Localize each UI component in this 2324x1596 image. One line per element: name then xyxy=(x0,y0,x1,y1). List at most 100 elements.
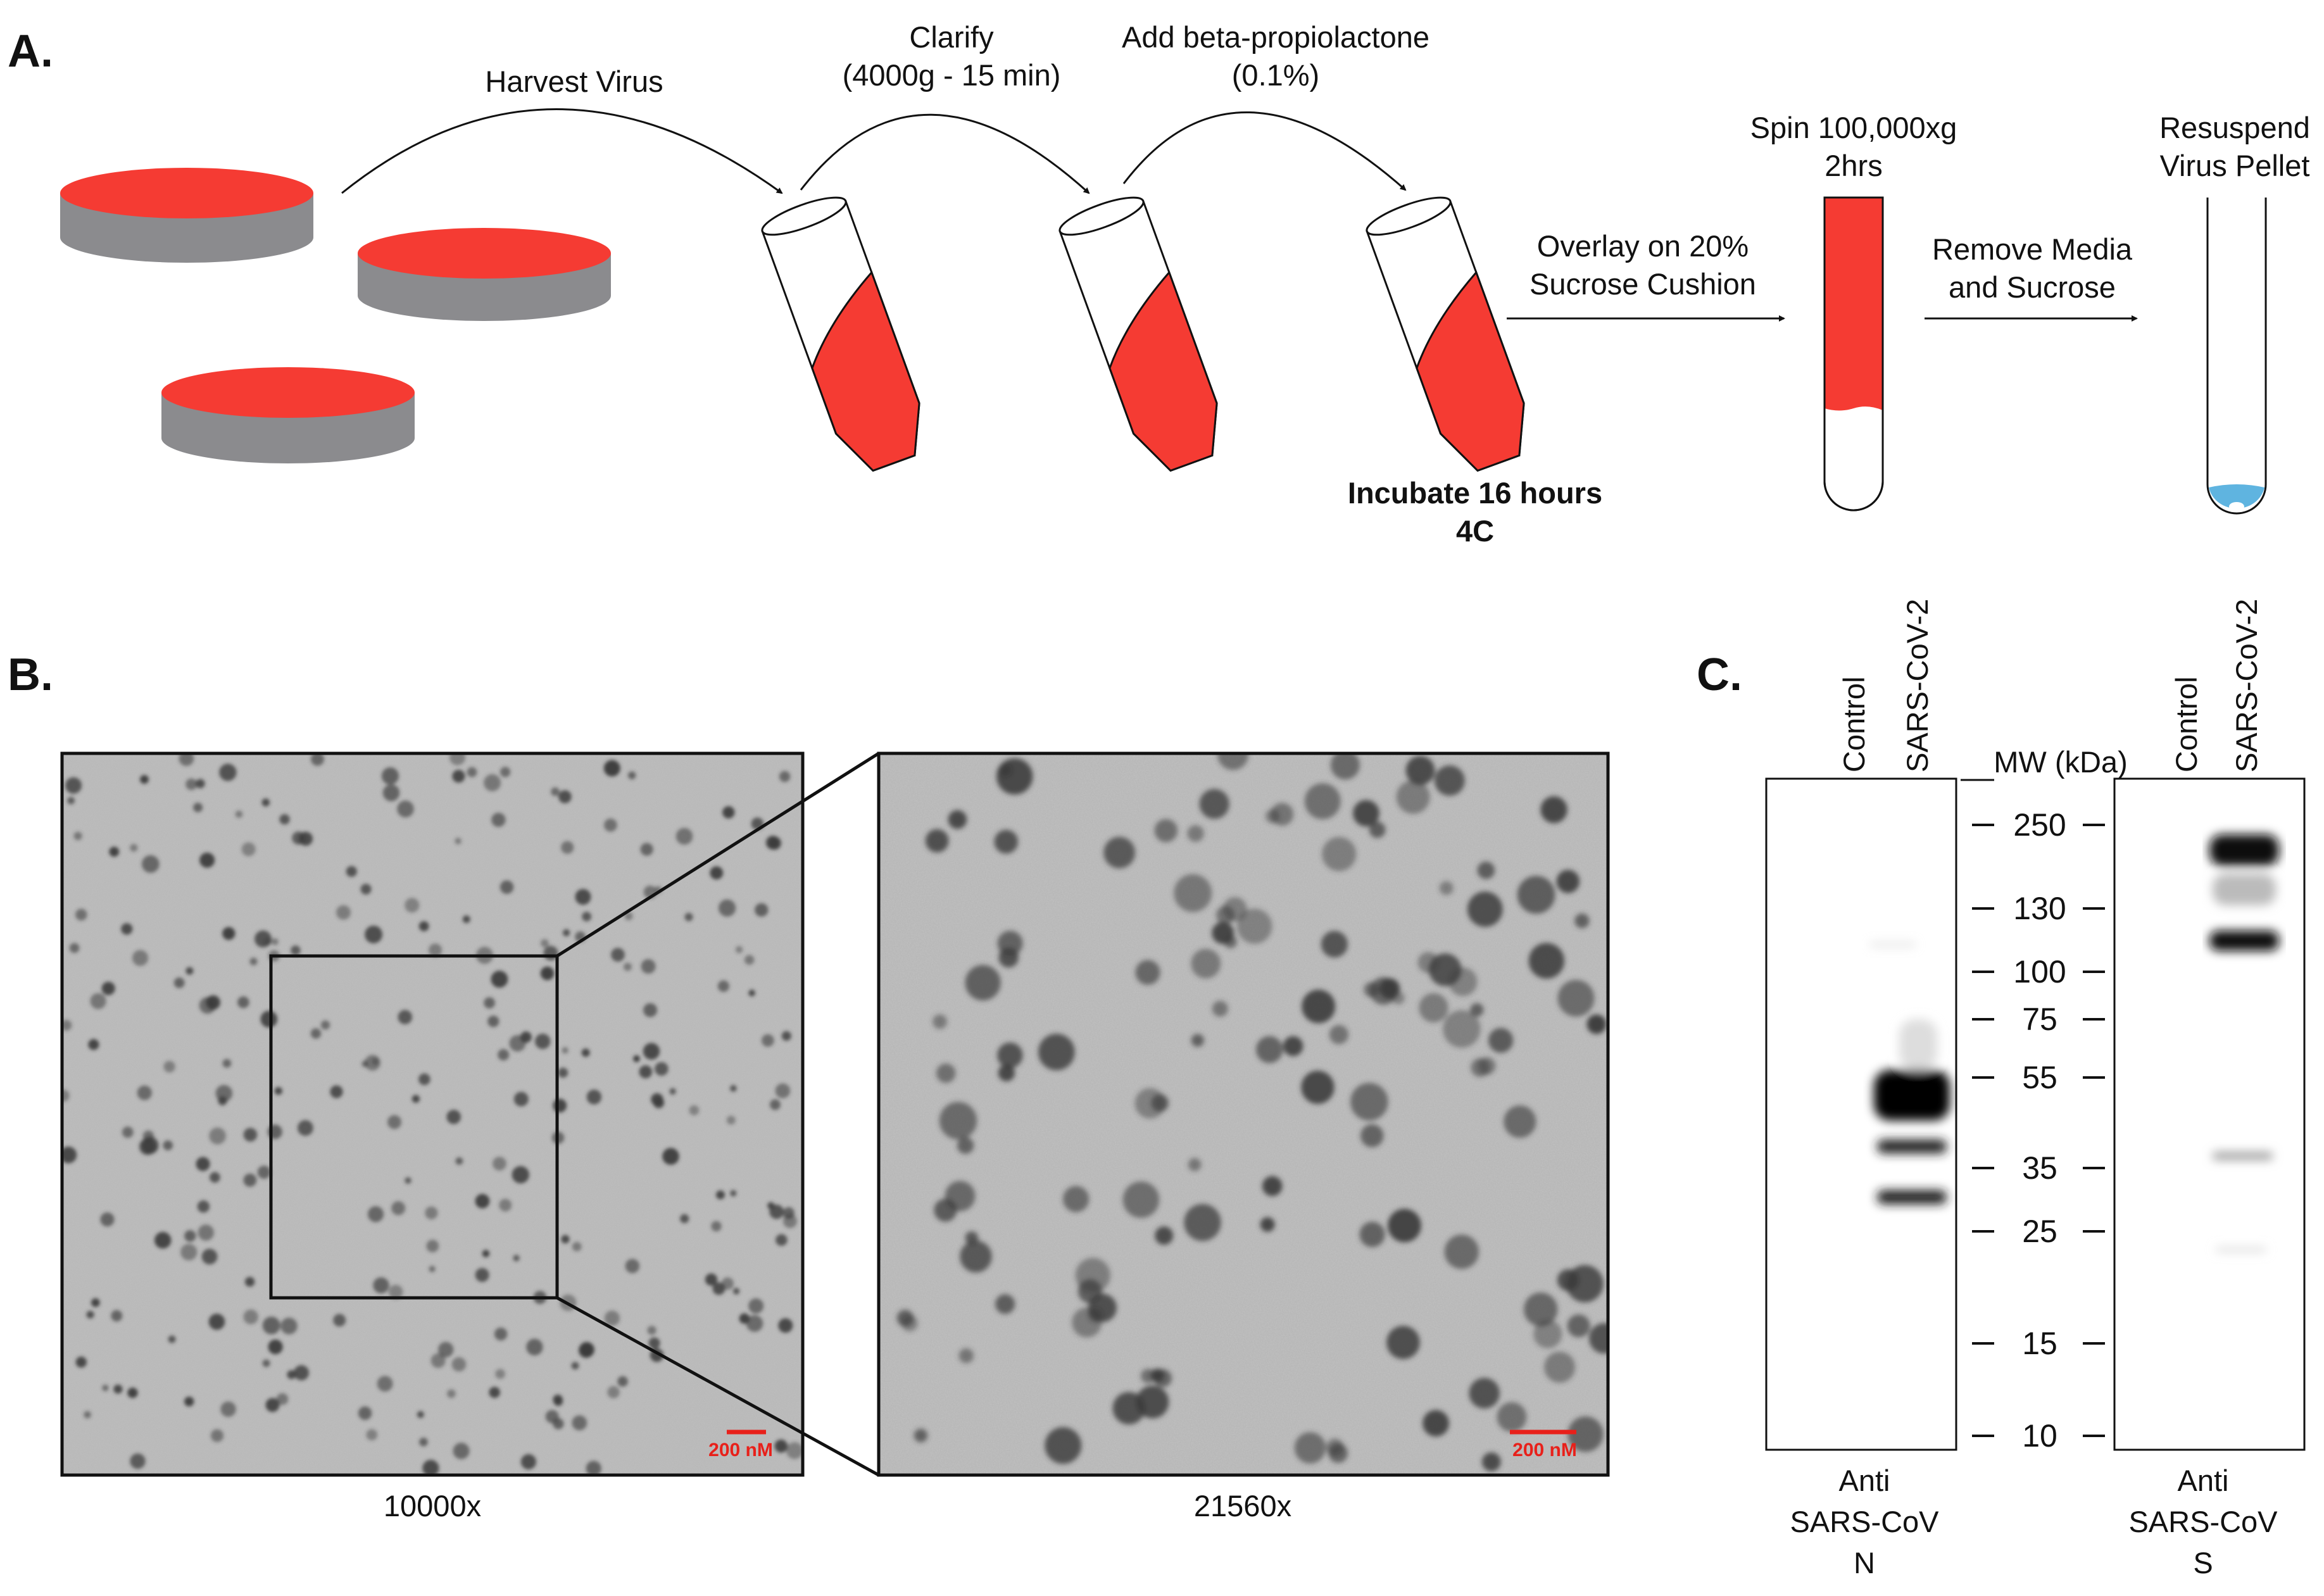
bpl-label-1: Add beta-propiolactone xyxy=(1122,20,1429,54)
virus-particle xyxy=(1589,1323,1608,1354)
virus-particle xyxy=(274,1087,282,1095)
virus-particle xyxy=(1423,1410,1450,1437)
virus-particle xyxy=(1533,1319,1562,1348)
virus-particle xyxy=(499,1198,512,1212)
virus-particle xyxy=(62,1020,72,1031)
virus-particle xyxy=(451,1357,467,1372)
virus-particle xyxy=(562,1047,568,1054)
virus-particle xyxy=(1488,1027,1514,1053)
virus-particle xyxy=(1471,1058,1490,1078)
virus-particle xyxy=(75,1356,87,1368)
bpl-label-2: (0.1%) xyxy=(1232,58,1319,92)
blot-n-caption-1: Anti xyxy=(1839,1464,1890,1497)
pellet-tube xyxy=(2206,198,2267,515)
virus-particle xyxy=(781,1031,791,1041)
virus-particle xyxy=(185,778,198,790)
virus-particle xyxy=(948,810,967,829)
virus-particle xyxy=(730,1190,737,1197)
virus-particle xyxy=(287,1370,296,1379)
virus-particle xyxy=(487,1015,499,1027)
virus-particle xyxy=(484,774,501,791)
virus-particle xyxy=(1586,1014,1607,1034)
virus-particle xyxy=(219,763,237,781)
virus-particle xyxy=(494,1328,508,1341)
tube xyxy=(1366,196,1525,472)
em-image-21560x xyxy=(879,753,1608,1475)
blot-s-caption-1: Anti xyxy=(2178,1464,2229,1497)
virus-particle xyxy=(210,1429,224,1442)
virus-particle xyxy=(320,1020,330,1030)
virus-particle xyxy=(198,1224,214,1241)
zoom-region-box xyxy=(269,954,559,1300)
virus-particle xyxy=(398,1010,413,1024)
virus-particle xyxy=(243,1173,257,1187)
virus-particle xyxy=(419,1438,428,1447)
virus-particle xyxy=(446,1110,461,1124)
virus-particle xyxy=(575,889,591,905)
virus-particle xyxy=(684,912,693,922)
mw-marker-label: 25 xyxy=(2022,1214,2057,1249)
virus-particle xyxy=(294,1365,310,1381)
virus-particle xyxy=(449,753,466,765)
virus-particle xyxy=(571,1362,579,1370)
clarify-arrow xyxy=(800,113,1090,194)
virus-particle xyxy=(628,771,636,780)
virus-particle xyxy=(397,800,414,818)
virus-particle xyxy=(1301,1071,1335,1104)
virus-particle xyxy=(361,1060,368,1067)
harvest-label: Harvest Virus xyxy=(485,65,663,98)
virus-particle xyxy=(127,1387,138,1398)
virus-particle xyxy=(1497,1402,1527,1432)
culture-dish xyxy=(60,168,313,263)
virus-particle xyxy=(774,1439,788,1453)
virus-particle xyxy=(257,1166,271,1179)
virus-particle xyxy=(746,1315,763,1332)
virus-particle xyxy=(489,1386,500,1398)
virus-particle xyxy=(1199,789,1229,819)
virus-particle xyxy=(173,977,185,988)
virus-particle xyxy=(208,1314,225,1330)
virus-particle xyxy=(261,798,270,807)
virus-particle xyxy=(1260,1217,1275,1232)
virus-particle xyxy=(218,1096,227,1105)
virus-particle xyxy=(1088,1306,1104,1323)
virus-particle xyxy=(493,1157,506,1171)
virus-particle xyxy=(520,1454,537,1470)
remove-label-2: and Sucrose xyxy=(1949,270,2116,304)
virus-particle xyxy=(179,753,194,766)
virus-particle xyxy=(765,836,780,850)
virus-particle xyxy=(1353,800,1379,827)
virus-particle xyxy=(998,947,1019,968)
virus-particle xyxy=(1350,1083,1388,1121)
virus-particle xyxy=(244,1277,255,1287)
virus-particle xyxy=(1217,753,1249,770)
lane-label-sars-s: SARS-CoV-2 xyxy=(2230,599,2263,772)
virus-particle xyxy=(611,948,625,962)
virus-particle xyxy=(1540,796,1567,824)
virus-particle xyxy=(643,1003,658,1017)
virus-particle xyxy=(429,943,443,957)
mw-marker-label: 55 xyxy=(2022,1060,2057,1095)
virus-particle xyxy=(711,1221,722,1232)
blot-s-caption-3: S xyxy=(2193,1546,2213,1580)
virus-particle xyxy=(358,1406,372,1420)
virus-particle xyxy=(643,1043,660,1060)
virus-particle xyxy=(90,993,106,1009)
virus-particle xyxy=(62,1090,70,1102)
virus-particle xyxy=(491,971,508,988)
virus-particle xyxy=(1517,876,1555,914)
virus-particle xyxy=(1045,1427,1082,1464)
virus-particle xyxy=(206,995,221,1010)
virus-particle xyxy=(418,1073,430,1086)
virus-particle xyxy=(1429,953,1462,986)
virus-particle xyxy=(1262,1176,1283,1197)
virus-particle xyxy=(767,1202,775,1209)
virus-particle xyxy=(411,1095,420,1103)
virus-particle xyxy=(730,1084,737,1092)
virus-particle xyxy=(1544,1352,1576,1383)
harvest-arrow xyxy=(341,108,783,194)
virus-particle xyxy=(196,779,205,789)
virus-particle xyxy=(586,1090,602,1105)
virus-particle xyxy=(260,1010,278,1028)
virus-particle xyxy=(422,1459,439,1475)
